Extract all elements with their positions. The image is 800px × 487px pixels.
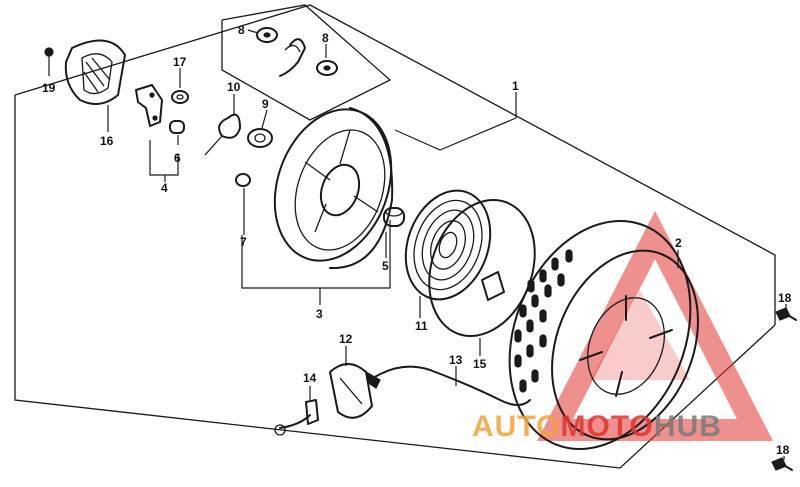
part-17-nut [171,90,189,104]
part-4-pawl-bracket [135,84,163,127]
part-10-spring [204,113,241,156]
callout-18-upper: 18 [778,291,792,305]
callout-3: 3 [316,307,323,321]
callout-9: 9 [262,97,269,111]
leader-lines [107,29,787,460]
watermark-word-auto: AUTOMOTOHUB [472,410,722,443]
part-9-bushing [247,128,273,148]
watermark-moto: MOTO [560,410,653,443]
callout-11: 11 [415,319,428,333]
subassembly-frame-8 [221,4,392,121]
part-3-pulley [273,107,394,270]
callout-13: 13 [449,353,463,367]
callout-5: 5 [382,259,389,273]
part-14-rope-end [274,399,319,436]
part-18-bolt-lower [771,457,793,471]
callout-15: 15 [473,357,487,371]
callout-10: 10 [227,80,241,94]
part-16-starter-cover [64,39,126,105]
part-6-collar [169,120,185,134]
callout-8-right: 8 [322,31,329,45]
callout-18-lower: 18 [776,443,790,457]
callout-1: 1 [512,79,519,93]
part-13-starter-rope [369,365,531,406]
callout-19: 19 [42,81,56,95]
callout-4: 4 [161,181,168,195]
callout-2: 2 [675,236,682,250]
callout-7: 7 [240,235,247,249]
part-2-case [508,220,699,450]
watermark-logo: AUTOMOTOHUB [472,410,722,443]
watermark-hub: HUB [654,410,722,443]
callout-16: 16 [100,134,114,148]
callout-12: 12 [339,332,353,346]
callout-14: 14 [303,371,317,385]
part-5-collar [383,207,405,227]
callout-labels: 1 2 3 4 5 6 7 8 8 9 10 11 12 13 14 15 16… [42,23,792,457]
watermark-triangle [536,210,774,441]
assembly-frame [14,4,776,469]
callout-6: 6 [174,151,181,165]
part-19-bolt [44,47,54,76]
part-7-small-bushing [235,173,251,187]
part-8-washers [256,27,338,77]
watermark-auto: AUTO [472,410,560,443]
callout-17: 17 [173,55,187,69]
part-11-recoil-spring [404,189,492,301]
case-vent-slots [514,249,573,393]
callout-8-left: 8 [238,23,245,37]
part-12-grip [329,363,381,419]
part-18-bolt-upper [775,307,797,321]
